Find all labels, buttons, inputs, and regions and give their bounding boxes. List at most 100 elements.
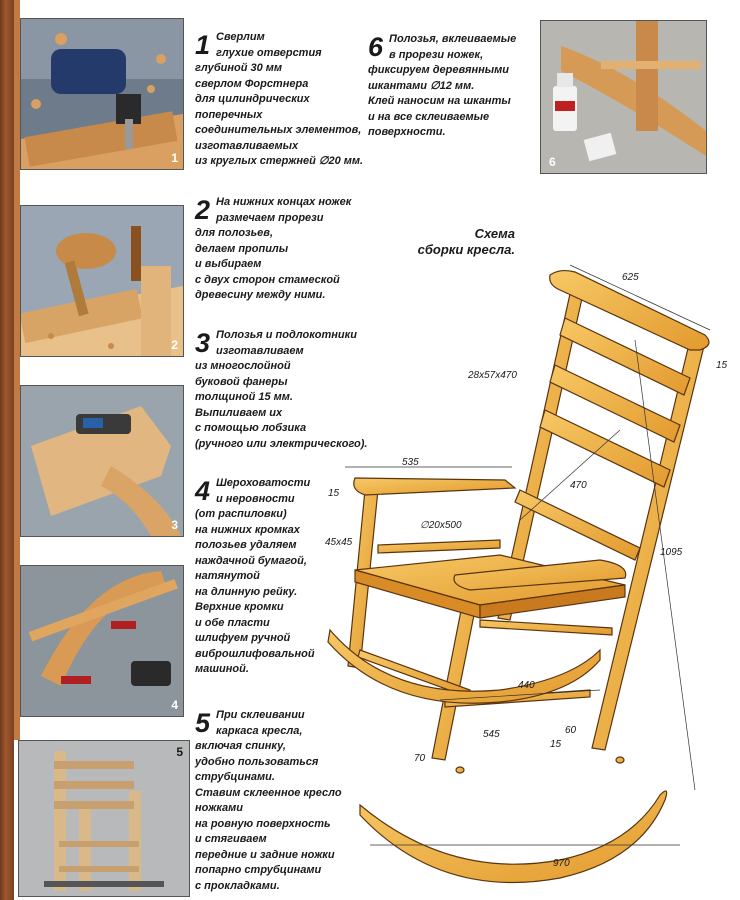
step-line: натянутой: [195, 570, 260, 582]
dim-15-arm: 15: [328, 488, 340, 499]
step-line: На нижних концах ножек: [216, 196, 352, 208]
step-line: и неровности: [216, 492, 295, 505]
seat-side: [479, 584, 626, 619]
step-2-text: 2 На нижних концах ножек размечаем проре…: [195, 195, 352, 304]
step-line: передние и задние ножки: [195, 848, 335, 861]
step-line: с помощью лобзика: [195, 422, 307, 434]
step-line: Полозья, вклеиваемые: [389, 33, 517, 45]
step-number: 4: [195, 476, 211, 506]
step-line: с прокладками.: [195, 879, 280, 892]
diagram-title-line: сборки кресла.: [417, 242, 515, 257]
glue-photo-icon: [541, 21, 706, 173]
step-line: на нижних кромках: [195, 523, 300, 536]
dim-1095: 1095: [660, 547, 683, 558]
dim-slat: 28x57x470: [467, 370, 517, 381]
dim-440: 440: [518, 680, 535, 691]
step-line: (от распиловки): [195, 508, 287, 520]
chair-parts: [327, 269, 710, 884]
diagram-title: Схема сборки кресла.: [405, 226, 515, 258]
step-number: 2: [195, 195, 211, 225]
step-line: глубиной 30 мм: [195, 62, 283, 74]
step-line: поверхности.: [368, 126, 446, 138]
clamp-photo-icon: [19, 741, 189, 896]
dim-45x45: 45x45: [325, 537, 353, 548]
step-line: древесину между ними.: [195, 289, 326, 301]
step-line: и стягиваем: [195, 833, 267, 845]
step-line: удобно пользоваться: [195, 755, 319, 768]
armrest-left: [353, 477, 517, 496]
dim-625: 625: [622, 272, 639, 283]
step-line: каркаса кресла,: [216, 724, 303, 737]
step-line: для полозьев,: [195, 227, 273, 239]
step-line: наждачной бумагой,: [195, 554, 307, 567]
step-line: изготавливаемых: [195, 139, 299, 152]
diagram-title-line: Схема: [474, 226, 515, 241]
step-line: из круглых стержней ∅20 мм.: [195, 155, 364, 167]
step-line: размечаем прорези: [216, 211, 324, 224]
dim-545: 545: [483, 729, 500, 740]
rocking-chair-diagram: 625 15 28x57x470 470 535 15 ∅20x500 45x4…: [325, 264, 728, 884]
step-line: виброшлифовальной: [195, 647, 315, 660]
photo-step-4: 4: [20, 565, 184, 717]
photo-step-1: 1: [20, 18, 184, 170]
jigsaw-photo-icon: [21, 386, 183, 536]
dimension-labels: 625 15 28x57x470 470 535 15 ∅20x500 45x4…: [325, 272, 728, 869]
step-number: 3: [195, 328, 211, 358]
step-line: с двух сторон стамеской: [195, 273, 340, 286]
photo-number: 4: [171, 698, 178, 712]
step-line: изготавливаем: [216, 344, 304, 357]
dim-970: 970: [553, 858, 570, 869]
step-line: Выпиливаем их: [195, 406, 283, 419]
step-line: толщиной 15 мм.: [195, 391, 293, 403]
step-line: машиной.: [195, 663, 249, 675]
photo-number: 3: [171, 518, 178, 532]
armrest-right: [453, 559, 627, 591]
step-line: делаем пропилы: [195, 242, 289, 255]
step-line: Клей наносим на шканты: [368, 95, 511, 107]
step-number: 5: [195, 708, 211, 738]
dim-dowel-rod: ∅20x500: [420, 520, 462, 531]
step-line: на длинную рейку.: [195, 585, 298, 598]
step-6-text: 6 Полозья, вклеиваемые в прорези ножек, …: [368, 32, 517, 141]
back-rail-low: [514, 489, 641, 561]
step-number: 6: [368, 32, 384, 62]
back-slat-2: [549, 364, 681, 443]
chisel-photo-icon: [21, 206, 183, 356]
wood-border-accent: [14, 0, 20, 740]
step-line: глухие отверстия: [216, 46, 322, 59]
step-line: Шероховатости: [216, 477, 311, 489]
photo-number: 5: [176, 745, 183, 759]
step-line: шлифуем ручной: [195, 632, 291, 644]
step-line: Ставим склеенное кресло: [195, 786, 342, 799]
step-3-text: 3 Полозья и подлокотники изготавливаем и…: [195, 328, 368, 452]
step-line: для цилиндрических: [195, 93, 310, 105]
step-line: сверлом Форстнера: [195, 77, 309, 90]
wood-border-strip: [0, 0, 14, 900]
step-line: струбцинами.: [195, 771, 275, 783]
step-number: 1: [195, 30, 211, 60]
step-line: и обе пласти: [195, 616, 270, 629]
sanding-photo-icon: [21, 566, 183, 716]
step-line: полозьев удаляем: [195, 539, 297, 551]
step-line: включая спинку,: [195, 740, 286, 752]
dim-470: 470: [570, 480, 587, 491]
step-4-text: 4 Шероховатости и неровности (от распило…: [195, 476, 315, 678]
rocker-loose: [359, 790, 668, 884]
stretcher-top: [377, 539, 501, 554]
step-line: ножками: [195, 802, 244, 814]
step-line: из многослойной: [195, 360, 291, 372]
step-1-text: 1 Сверлим глухие отверстия глубиной 30 м…: [195, 30, 363, 170]
step-line: соединительных элементов,: [195, 124, 362, 136]
rocker-assembled: [327, 628, 601, 704]
photo-number: 1: [171, 151, 178, 165]
step-line: Верхние кромки: [195, 601, 284, 613]
dim-15-leg: 15: [550, 739, 562, 750]
dim-535: 535: [402, 457, 419, 468]
step-5-text: 5 При склеивании каркаса кресла, включая…: [195, 708, 342, 894]
photo-step-3: 3: [20, 385, 184, 537]
photo-step-6: 6: [540, 20, 707, 174]
step-line: шкантами ∅12 мм.: [368, 79, 475, 92]
step-line: попарно струбцинами: [195, 864, 322, 876]
step-line: (ручного или электрического).: [195, 437, 368, 450]
step-line: поперечных: [195, 108, 263, 121]
